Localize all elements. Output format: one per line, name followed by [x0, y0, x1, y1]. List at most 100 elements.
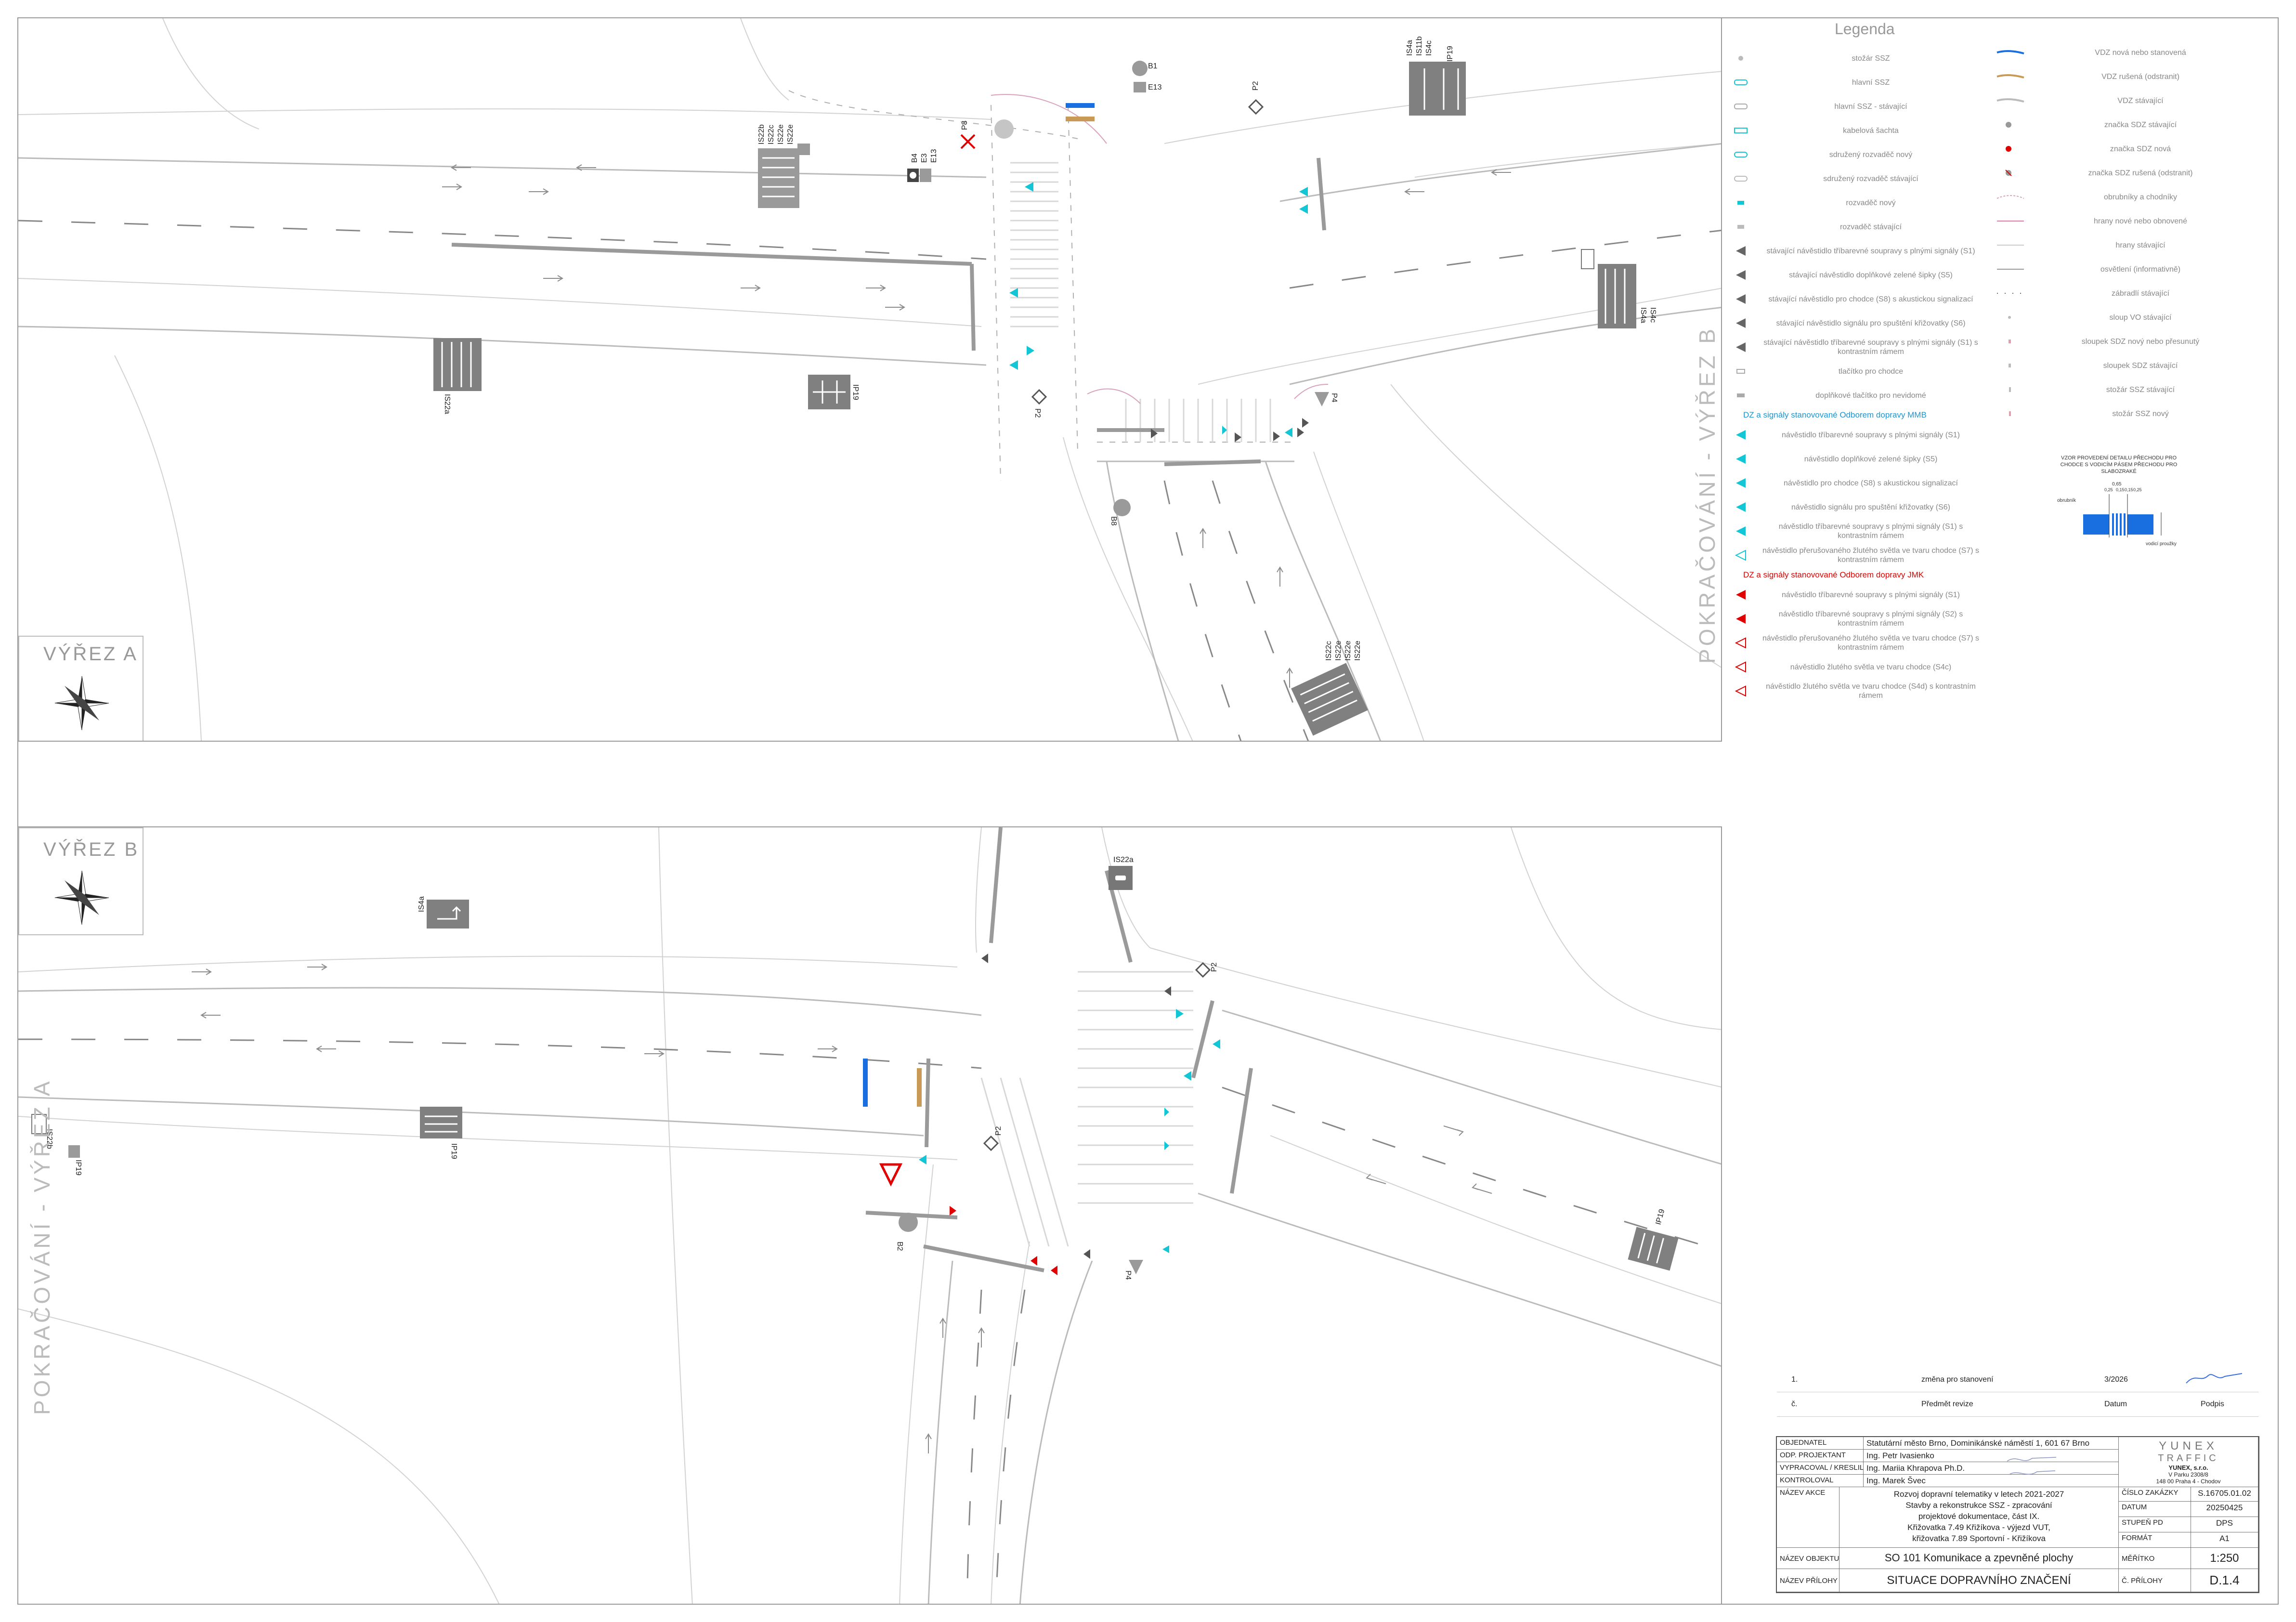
cable-chamber-icon [1724, 127, 1758, 134]
legend-item: stožár SSZ [1724, 46, 1984, 70]
sign-b-is22a-label: IS22a [1113, 856, 1134, 864]
viewport-b-continuation: POKRAČOVÁNÍ - VÝŘEZ A [29, 1078, 54, 1415]
legend-item: tlačítko pro chodce [1724, 359, 1984, 383]
datum-value: 20250425 [2191, 1502, 2258, 1517]
blind-button-icon [1724, 392, 1758, 399]
sign-ip19-label: IP19 [1446, 46, 1454, 62]
sign-is22e-2-label: IS22e [786, 124, 795, 144]
company-logo-line2: TRAFFIC [2158, 1453, 2219, 1464]
legend-item: osvětlení (informativně) [1994, 257, 2254, 281]
legend-item: sdružený rozvaděč nový [1724, 143, 1984, 167]
legend-item: návěstidlo pro chodce (S8) s akustickou … [1724, 471, 1984, 495]
sign-b-p4-label: P4 [1124, 1270, 1132, 1280]
objednatel-label: OBJEDNATEL [1777, 1437, 1864, 1450]
legend-item: obrubníky a chodníky [1994, 185, 2254, 209]
button-icon [1724, 368, 1758, 375]
sign-post-new-icon [1994, 338, 2027, 345]
sign-p4-label: P4 [1330, 393, 1338, 403]
legend-item: hrany stávající [1994, 233, 2254, 257]
legend-cyan-heading: DZ a signály stanovované Odborem dopravy… [1743, 410, 1927, 419]
sign-is22c-label: IS22c [767, 125, 775, 144]
sign-b-p2-label: P2 [1210, 962, 1218, 972]
start-signal-existing-icon [1724, 317, 1758, 329]
yellow-signal-red-icon [1724, 661, 1758, 673]
signal-red-icon [1724, 589, 1758, 601]
pedestrian-signal-existing-icon [1724, 293, 1758, 305]
kontroloval-value: Ing. Marek Švec [1864, 1475, 2119, 1487]
legend-title: Legenda [1835, 20, 1895, 38]
sign-is11b-label: IS11b [1415, 36, 1423, 56]
legend-item: značka SDZ stávající [1994, 113, 2254, 137]
detail-right-label: vodicí proužky [2146, 541, 2177, 547]
company-street: V Parku 2308/8 [2168, 1471, 2208, 1478]
akce-label: NÁZEV AKCE [1777, 1487, 1839, 1548]
sign-b4-label: B4 [911, 153, 919, 163]
priloha-value: SITUACE DOPRAVNÍHO ZNAČENÍ [1839, 1569, 2119, 1592]
objednatel-value: Statutární město Brno, Dominikánské námě… [1864, 1437, 2119, 1450]
datum-label: DATUM [2119, 1502, 2191, 1517]
legend-right-column: VDZ nová nebo stanovená VDZ rušená (odst… [1994, 40, 2254, 426]
sign-existing-icon [1994, 121, 2027, 129]
signal-cyan-icon [1724, 429, 1758, 441]
sign-removed-icon [1994, 169, 2027, 177]
main-controller-icon [1724, 79, 1758, 86]
sign-is22b-label: IS22b [757, 124, 766, 144]
cislo-zakazky-value: S.16705.01.02 [2191, 1487, 2258, 1502]
legend-item: návěstidlo doplňkové zelené šipky (S5) [1724, 447, 1984, 471]
sign-is4a-label: IS4a [1406, 40, 1414, 56]
edge-existing-icon [1994, 242, 2027, 249]
new-marking-icon [1994, 49, 2027, 56]
cabinet-existing-icon [1724, 223, 1758, 230]
edge-new-icon [1994, 218, 2027, 224]
cislo-prilohy-label: Č. PŘÍLOHY [2119, 1569, 2191, 1592]
lighting-icon [1994, 266, 2027, 273]
legend-item: stávající návěstidlo signálu pro spuštěn… [1724, 311, 1984, 335]
sign-p8-label: P8 [961, 120, 969, 130]
odp-projektant-value: Ing. Petr Ivasienko [1864, 1450, 2119, 1462]
sign-b-ip19-label: IP19 [450, 1143, 458, 1159]
cislo-prilohy-value: D.1.4 [2191, 1569, 2258, 1592]
meritko-value: 1:250 [2191, 1548, 2258, 1569]
objekt-label: NÁZEV OBJEKTU [1777, 1548, 1839, 1569]
signal-existing-icon [1724, 245, 1758, 257]
legend-item: stožár SSZ nový [1994, 402, 2254, 426]
legend-item: návěstidlo signálu pro spuštění křižovat… [1724, 495, 1984, 519]
priloha-label: NÁZEV PŘÍLOHY [1777, 1569, 1839, 1592]
legend-item: návěstidlo tříbarevné soupravy s plnými … [1724, 423, 1984, 447]
signal-arrow-existing-icon [1724, 269, 1758, 281]
akce-value: Rozvoj dopravní telematiky v letech 2021… [1839, 1487, 2119, 1548]
legend-item: návěstidlo žlutého světla ve tvaru chodc… [1724, 655, 1984, 679]
company-city: 148 00 Praha 4 - Chodov [2156, 1478, 2221, 1485]
legend-item: sloup VO stávající [1994, 305, 2254, 329]
sign-b-ip19-2-label: IP19 [74, 1160, 82, 1176]
cislo-zakazky-label: ČÍSLO ZAKÁZKY [2119, 1487, 2191, 1502]
sign-b-b2-label: B2 [896, 1242, 904, 1251]
sign-is22e-4-label: IS22e [1344, 641, 1352, 661]
legend-item: hrany nové nebo obnovené [1994, 209, 2254, 233]
legend-item: návěstidlo přerušovaného žlutého světla … [1724, 631, 1984, 655]
detail-dim-5: 0,25 [2133, 487, 2142, 492]
vypracoval-label: VYPRACOVAL / KRESLIL [1777, 1462, 1864, 1475]
yellow-signal-frame-red-icon [1724, 685, 1758, 697]
legend-item: sdružený rozvaděč stávající [1724, 167, 1984, 191]
legend-item: stávající návěstidlo tříbarevné soupravy… [1724, 239, 1984, 263]
signal-arrow-cyan-icon [1724, 453, 1758, 465]
legend-item: návěstidlo tříbarevné soupravy s plnými … [1724, 519, 1984, 543]
legend-item: rozvaděč nový [1724, 191, 1984, 215]
legend-red-heading: DZ a signály stanovované Odborem dopravy… [1743, 570, 1924, 579]
revision-header-row: č. Předmět revize Datum Podpis [1777, 1392, 2258, 1417]
shared-cabinet-new-icon [1724, 151, 1758, 158]
legend-item: VDZ nová nebo stanovená [1994, 40, 2254, 65]
shared-cabinet-existing-icon [1724, 175, 1758, 182]
company-block: YUNEX TRAFFIC YUNEX, s.r.o. V Parku 2308… [2119, 1437, 2258, 1487]
company-logo-line1: YUNEX [2159, 1439, 2218, 1452]
legend-item: návěstidlo žlutého světla ve tvaru chodc… [1724, 679, 1984, 703]
viewport-b-drawing: IS4a IS22a P2 IP19 P2 P4 B2 IS22b IP19 I… [18, 827, 1721, 1604]
sign-post-existing-icon [1994, 362, 2027, 369]
sign-e13-2-label: E13 [930, 149, 938, 163]
legend-item: doplňkové tlačítko pro nevidomé [1724, 383, 1984, 407]
legend-item: sloupek SDZ stávající [1994, 353, 2254, 378]
legend-item: VDZ stávající [1994, 89, 2254, 113]
legend-item: značka SDZ nová [1994, 137, 2254, 161]
legend-item: zábradlí stávající [1994, 281, 2254, 305]
